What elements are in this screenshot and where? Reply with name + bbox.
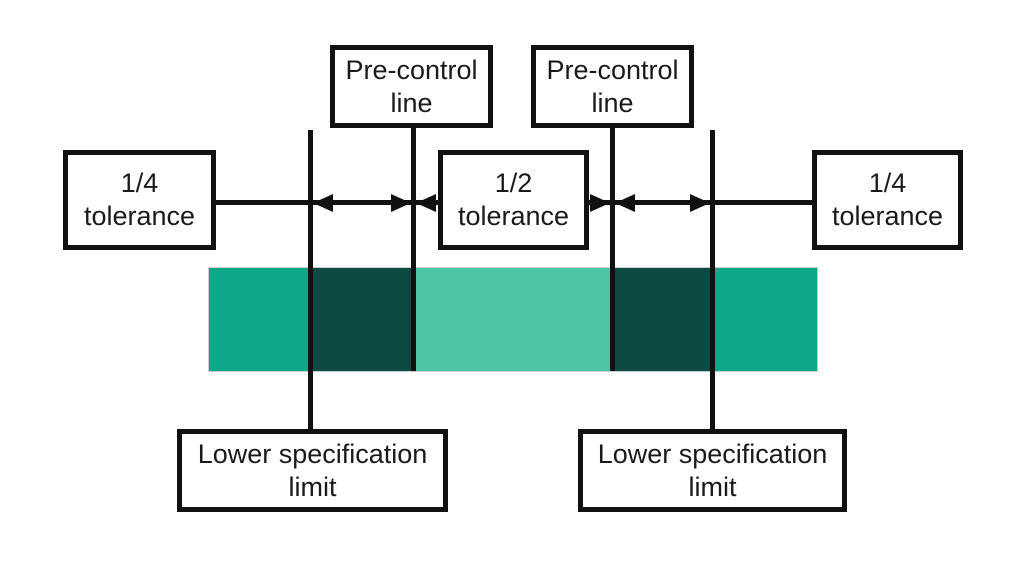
arrowhead-left-icon [416,194,436,212]
connector-quarter-right [715,200,812,205]
label-text: tolerance [83,201,196,231]
connector-quarter-left [216,200,308,205]
pre-control-line-label-left: Pre-control line [330,45,493,128]
label-text: 1/4 [120,168,159,198]
pre-control-line-label-right: Pre-control line [531,45,694,128]
pre-control-line-right [610,126,615,371]
arrowhead-left-icon [615,194,635,212]
label-text: 1/2 [494,168,533,198]
lower-spec-limit-label-left: Lower specification limit [177,429,448,512]
arrowhead-left-icon [313,194,333,212]
lower-spec-limit-line-right [710,130,715,430]
label-text: Pre-control [546,54,679,85]
label-text: Lower specification [597,438,828,469]
label-text: line [390,87,433,118]
arrowhead-right-icon [590,194,610,212]
half-tolerance-label: 1/2 tolerance [438,150,589,250]
bar-segment-quarter-tolerance-left [310,268,413,371]
bar-segment-half-tolerance-center [413,268,613,371]
label-text: limit [688,471,737,502]
label-text: limit [288,471,337,502]
label-text: tolerance [831,201,944,231]
arrowhead-right-icon [391,194,411,212]
label-text: Pre-control [345,54,478,85]
pre-control-line-left [411,126,416,371]
bar-segment-outer-right [713,268,817,371]
lower-spec-limit-label-right: Lower specification limit [578,429,847,512]
label-text: line [591,87,634,118]
bar-segment-outer-left [209,268,310,371]
bar-segment-quarter-tolerance-right [613,268,713,371]
dimension-line-quarter-right [615,200,710,205]
tolerance-bar [209,268,817,371]
arrowhead-right-icon [690,194,710,212]
lower-spec-limit-line-left [308,130,313,430]
dimension-line-quarter-left [313,200,411,205]
label-text: Lower specification [197,438,428,469]
label-text: tolerance [457,201,570,231]
label-text: 1/4 [868,168,907,198]
quarter-tolerance-label-right: 1/4 tolerance [812,150,963,250]
quarter-tolerance-label-left: 1/4 tolerance [63,150,216,250]
